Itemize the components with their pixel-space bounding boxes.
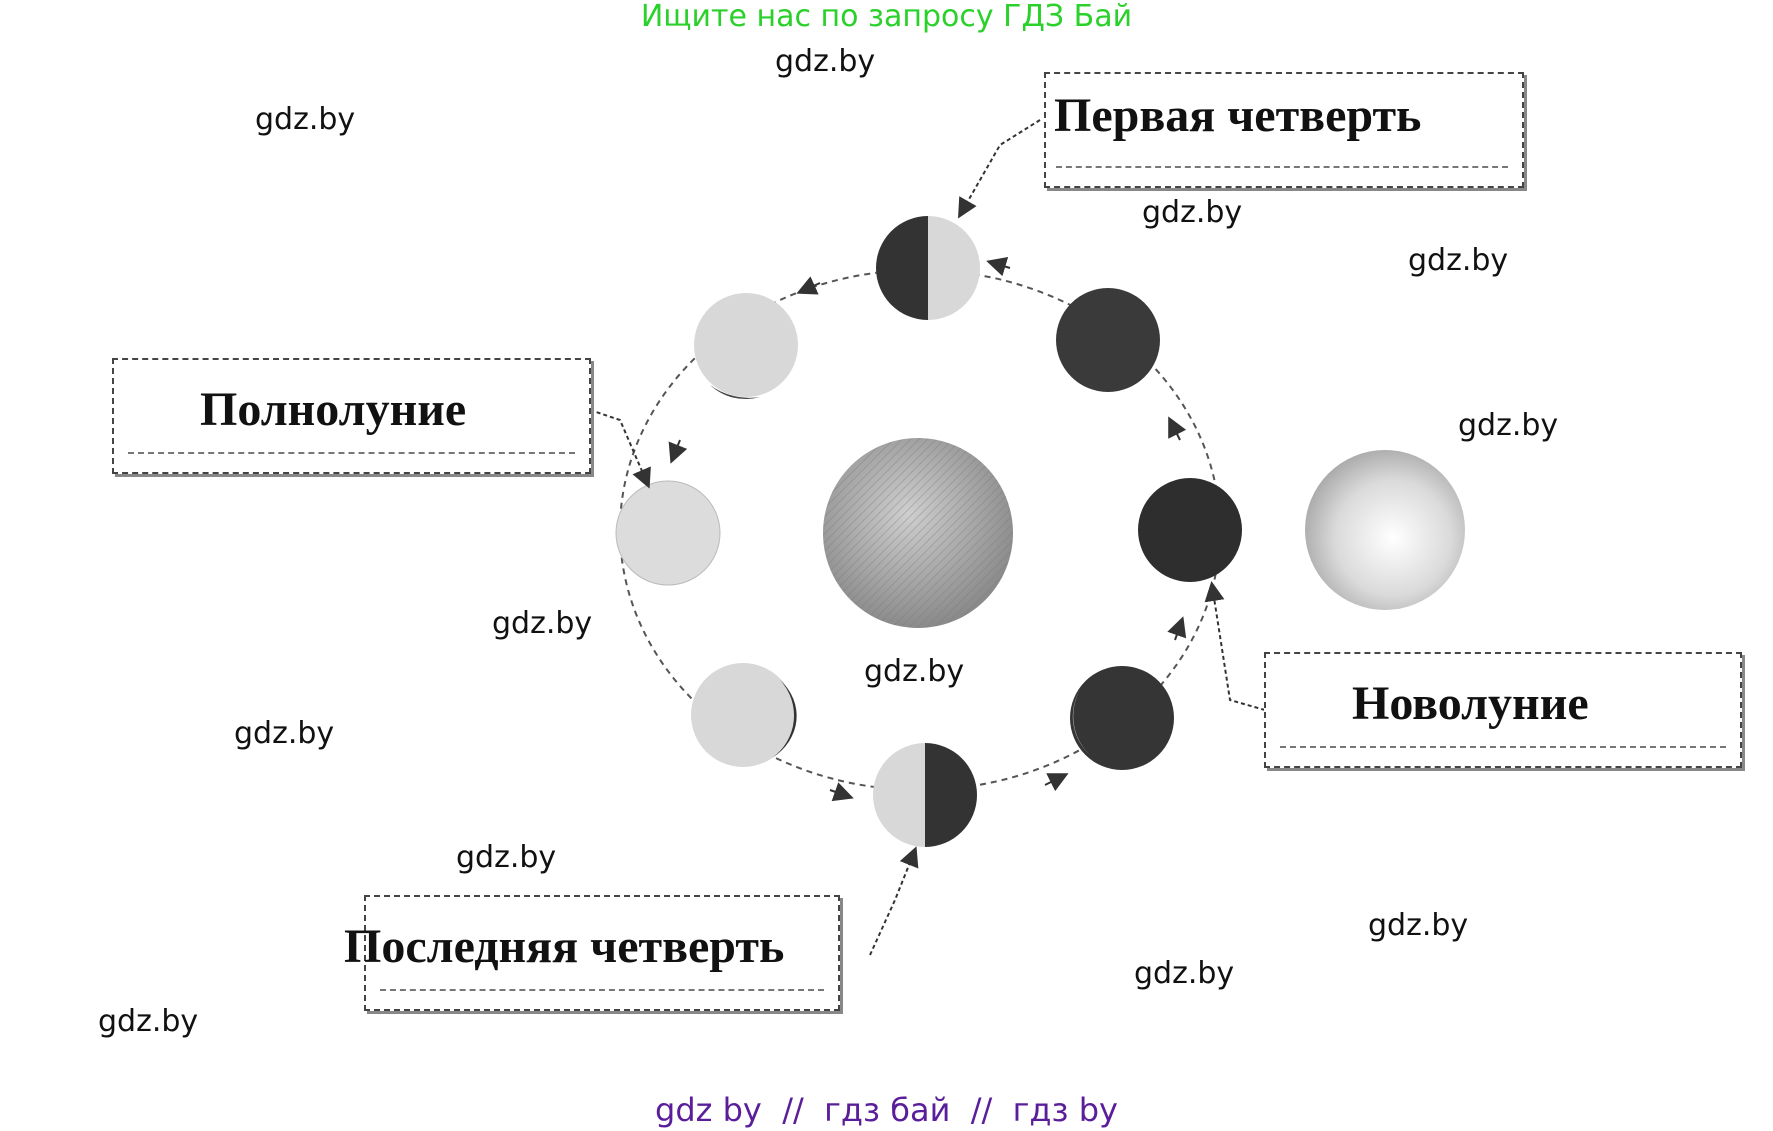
watermark: gdz.by [1142, 195, 1243, 230]
watermark: gdz.by [864, 654, 965, 689]
moon-upper-right [1056, 288, 1160, 392]
label-box-new-moon: Новолуние [1264, 652, 1742, 768]
label-first-quarter: Первая четверть [1054, 89, 1422, 142]
watermark: gdz.by [1408, 243, 1509, 278]
label-underline [380, 989, 824, 991]
moon-full [615, 480, 721, 586]
orbit-arrow [986, 257, 1011, 277]
pointer-first-quarter [958, 119, 1041, 219]
earth-hatch [823, 438, 1013, 628]
label-box-last-quarter: Последняя четверть [344, 895, 840, 1011]
search-banner: Ищите нас по запросу ГДЗ Бай [640, 0, 1133, 34]
orbit-arrow [796, 276, 821, 295]
footer-links: gdz by // гдз бай // гдз by [655, 1091, 1118, 1129]
moon-lower-left [691, 663, 795, 767]
watermark: gdz.by [492, 606, 593, 641]
watermark: gdz.by [775, 44, 876, 79]
orbit-arrow [1168, 416, 1187, 441]
watermark: gdz.by [255, 102, 356, 137]
watermark: gdz.by [1458, 408, 1559, 443]
watermark: gdz.by [456, 840, 557, 875]
label-full-moon: Полнолуние [200, 383, 467, 436]
watermark: gdz.by [234, 716, 335, 751]
label-new-moon: Новолуние [1352, 677, 1589, 730]
label-underline [1280, 746, 1726, 748]
moon-lower-right [1070, 666, 1174, 770]
pointer-last-quarter [869, 846, 919, 956]
watermark: gdz.by [1134, 956, 1235, 991]
sun-glow [1305, 450, 1465, 610]
pointer-new-moon [1204, 581, 1266, 711]
orbit-arrow [1044, 773, 1069, 792]
moon-new [1138, 478, 1242, 582]
pointer-full-moon [589, 409, 651, 489]
label-box-first-quarter: Первая четверть [1044, 72, 1524, 188]
orbit-arrow [829, 782, 854, 802]
moon-upper-left [694, 293, 798, 397]
watermark: gdz.by [98, 1004, 199, 1039]
watermark: gdz.by [1368, 908, 1469, 943]
orbit-arrow [1167, 616, 1187, 641]
label-underline [128, 452, 575, 454]
orbit-arrow [668, 439, 688, 464]
label-last-quarter: Последняя четверть [344, 920, 785, 973]
label-box-full-moon: Полнолуние [112, 358, 591, 474]
label-underline [1056, 166, 1508, 168]
